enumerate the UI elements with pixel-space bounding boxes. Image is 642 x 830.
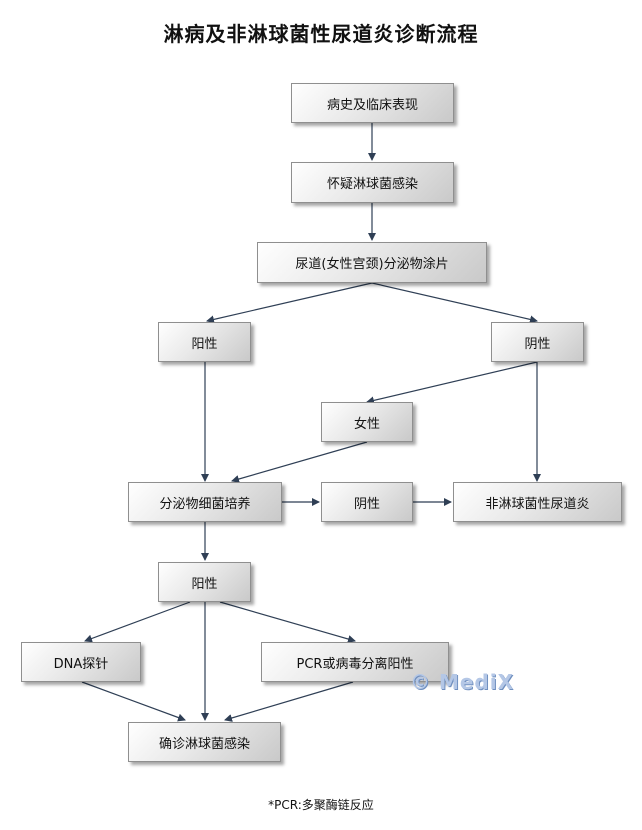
arrow-positive2-dna — [84, 601, 191, 643]
node-pcr: PCR或病毒分离阳性 — [261, 642, 449, 682]
watermark: © MediX — [410, 670, 515, 694]
node-ngu: 非淋球菌性尿道炎 — [453, 482, 622, 522]
page-title: 淋病及非淋球菌性尿道炎诊断流程 — [163, 22, 479, 46]
node-female: 女性 — [321, 402, 413, 442]
arrow-positive2-pcr — [219, 601, 356, 643]
node-history: 病史及临床表现 — [291, 83, 454, 123]
node-negative-1: 阴性 — [491, 322, 584, 362]
node-smear: 尿道(女性宫颈)分泌物涂片 — [257, 242, 487, 283]
node-culture: 分泌物细菌培养 — [128, 482, 282, 522]
arrow-smear-negative1 — [371, 282, 538, 324]
node-suspect-gonorrhea: 怀疑淋球菌感染 — [291, 162, 454, 203]
node-dna-probe: DNA探针 — [21, 642, 141, 682]
node-positive-1: 阳性 — [158, 322, 251, 362]
arrow-negative1-female — [366, 361, 538, 405]
arrow-pcr-confirm — [224, 681, 354, 722]
footnote: *PCR:多聚酶链反应 — [268, 798, 374, 812]
arrow-dna-confirm — [81, 681, 186, 722]
arrow-female-culture — [231, 441, 368, 483]
node-negative-2: 阴性 — [321, 482, 413, 522]
node-positive-2: 阳性 — [158, 562, 251, 602]
node-confirm: 确诊淋球菌感染 — [128, 722, 281, 762]
arrow-smear-positive1 — [206, 282, 373, 324]
